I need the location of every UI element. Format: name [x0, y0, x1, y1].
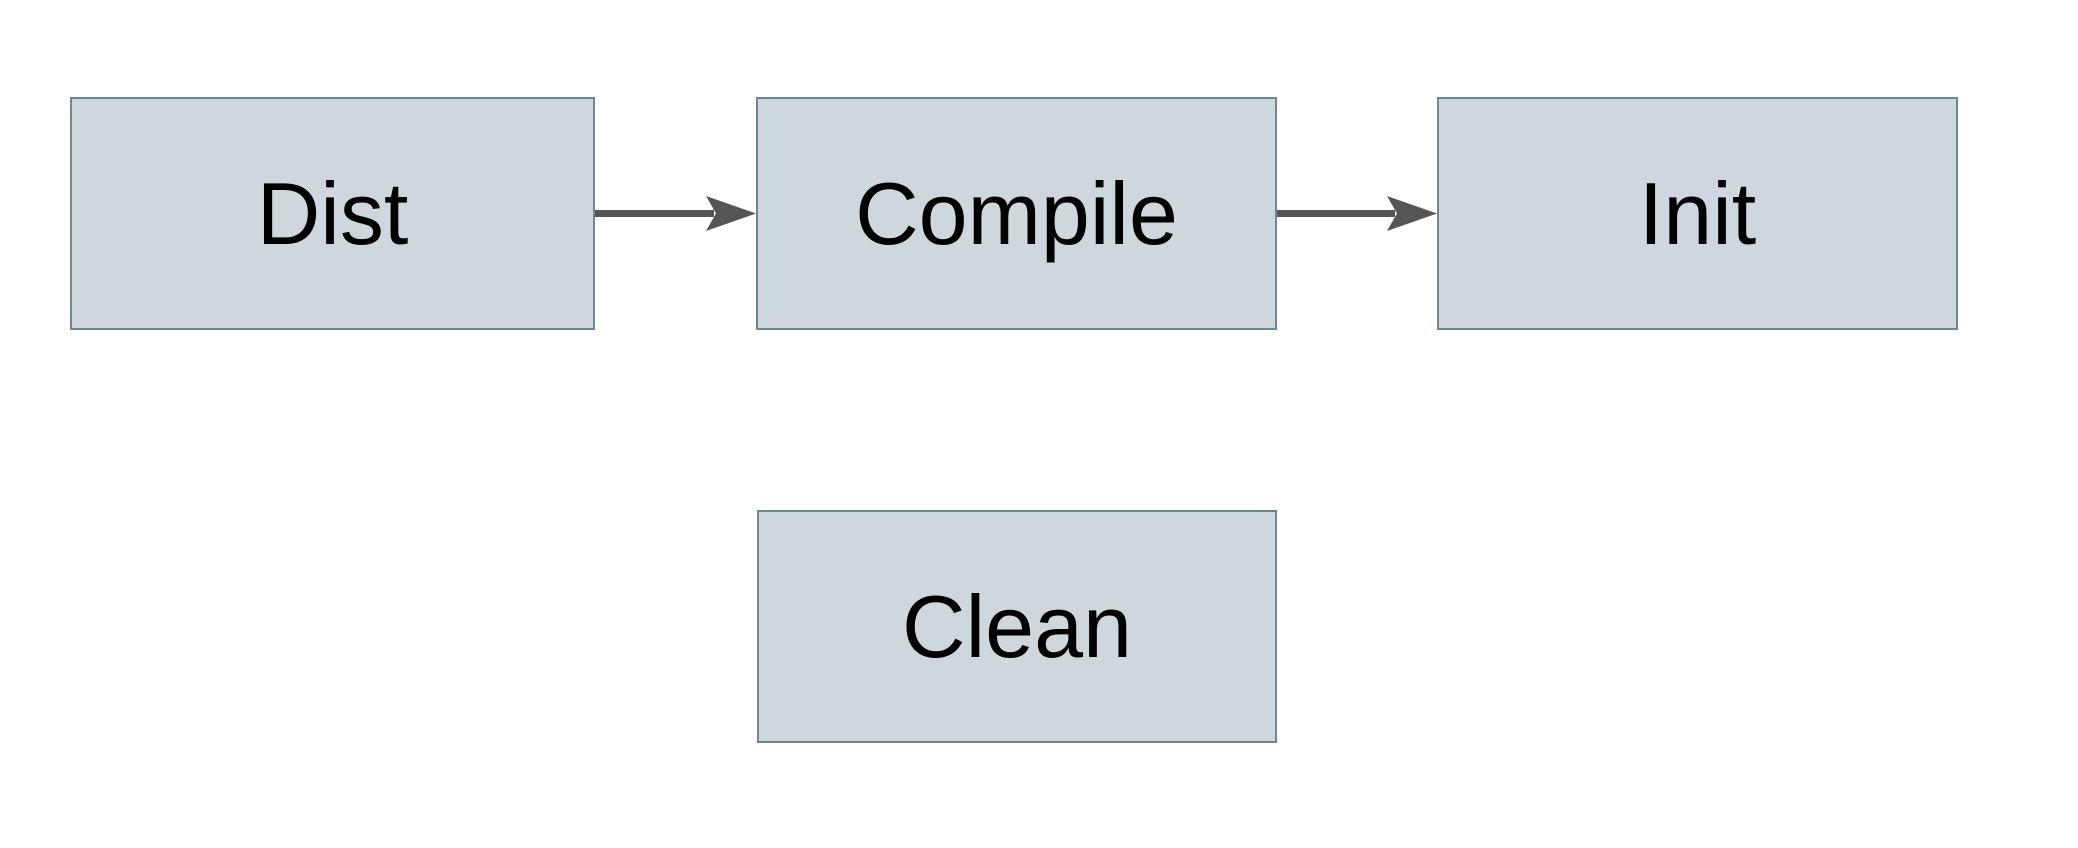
node-clean[interactable]: Clean — [757, 510, 1277, 743]
node-dist[interactable]: Dist — [70, 97, 595, 330]
node-clean-label: Clean — [902, 576, 1132, 676]
edge-dist-to-compile-arrowhead — [706, 196, 756, 231]
edge-compile-to-init[interactable] — [1277, 196, 1437, 231]
node-init[interactable]: Init — [1437, 97, 1958, 330]
node-init-label: Init — [1638, 163, 1757, 263]
edge-compile-to-init-arrowhead — [1387, 196, 1437, 231]
node-compile-label: Compile — [855, 163, 1178, 263]
edge-dist-to-compile[interactable] — [595, 196, 756, 231]
node-dist-label: Dist — [256, 163, 409, 263]
node-compile[interactable]: Compile — [756, 97, 1277, 330]
